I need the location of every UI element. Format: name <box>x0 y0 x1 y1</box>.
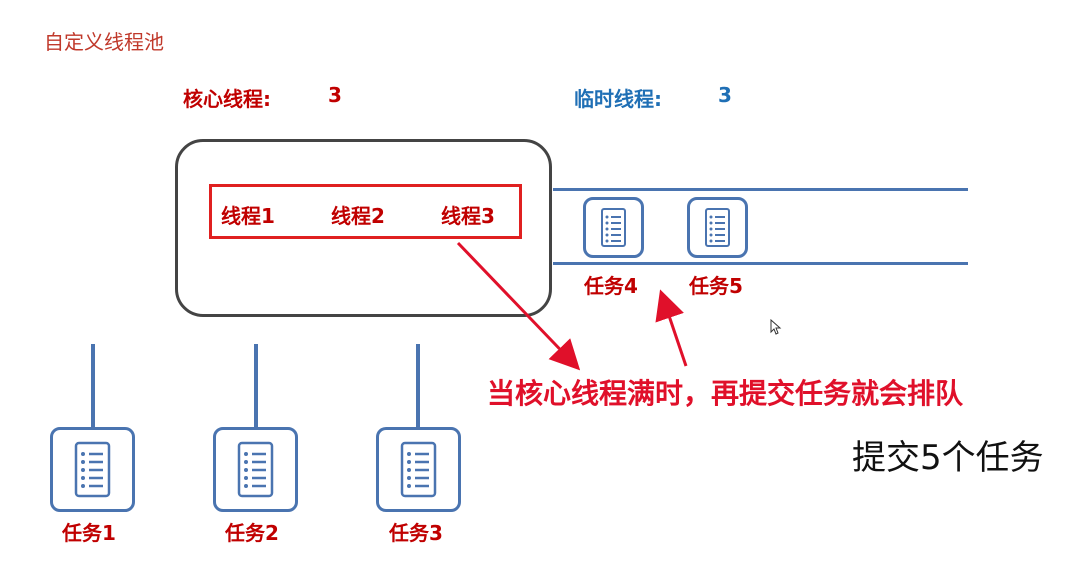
task-1-document-icon <box>50 427 135 512</box>
thread-1-label: 线程1 <box>221 204 275 228</box>
core-threads-box <box>209 184 522 239</box>
thread-pool-box <box>175 139 552 317</box>
task-3-label: 任务3 <box>389 521 443 545</box>
task-2-label: 任务2 <box>225 521 279 545</box>
core-thread-label: 核心线程: <box>183 87 271 111</box>
queue-bottom-line <box>553 262 968 265</box>
task-5-label: 任务5 <box>689 274 743 298</box>
temp-thread-label: 临时线程: <box>574 87 662 111</box>
mouse-cursor-icon <box>770 319 782 335</box>
arrow-to-queue <box>655 289 688 367</box>
task-3-document-icon <box>376 427 461 512</box>
thread-2-label: 线程2 <box>331 204 385 228</box>
thread-1-connector <box>91 344 95 428</box>
queue-top-line <box>553 188 968 191</box>
task-2-document-icon <box>213 427 298 512</box>
thread-2-connector <box>254 344 258 428</box>
core-thread-count: 3 <box>328 83 342 107</box>
thread-3-label: 线程3 <box>441 204 495 228</box>
task-4-label: 任务4 <box>584 274 638 298</box>
task-5-document-icon <box>687 197 748 258</box>
arrow-to-callout <box>456 241 581 371</box>
page-title: 自定义线程池 <box>44 30 164 54</box>
task-4-document-icon <box>583 197 644 258</box>
submit-tasks-text: 提交5个任务 <box>852 438 1044 478</box>
thread-3-connector <box>416 344 420 428</box>
queue-callout: 当核心线程满时，再提交任务就会排队 <box>487 377 964 410</box>
task-1-label: 任务1 <box>62 521 116 545</box>
temp-thread-count: 3 <box>718 83 732 107</box>
